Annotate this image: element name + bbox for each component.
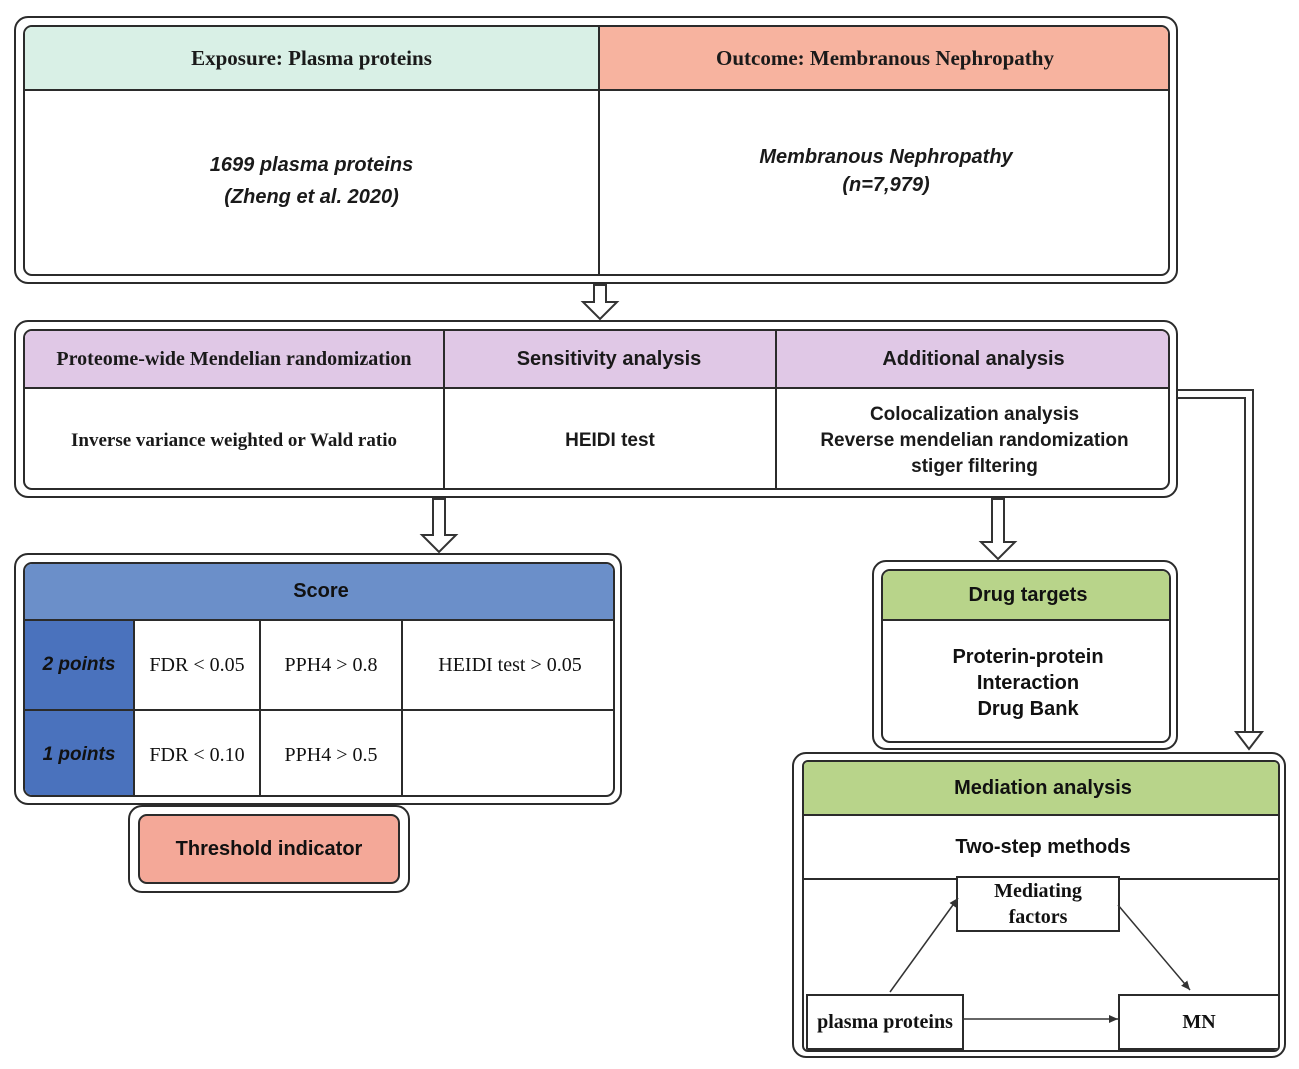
sensitivity-header: Sensitivity analysis (516, 347, 702, 370)
sensitivity-body: HEIDI test (565, 429, 655, 451)
score-header: Score (25, 564, 613, 619)
block-arrow-down-icon (978, 498, 1018, 561)
exposure-outcome-divider (598, 27, 600, 274)
score-row-divider (25, 709, 613, 711)
analysis-header-divider (25, 387, 1168, 389)
exposure-outcome-panel: Exposure: Plasma proteins Outcome: Membr… (14, 16, 1178, 284)
mediating-text: Mediating (994, 880, 1082, 902)
exposure-source-text: (Zheng et al. 2020) (224, 186, 399, 208)
factors-text: factors (1008, 906, 1068, 928)
pwmr-body: Inverse variance weighted or Wald ratio (71, 429, 397, 451)
score-panel: Score 2 points 1 points FDR < 0.05 PPH4 … (14, 553, 622, 805)
one-points-label: 1 points (42, 744, 116, 765)
threshold-indicator: Threshold indicator (138, 814, 400, 884)
outcome-sample-text: (n=7,979) (842, 174, 930, 196)
plasma-proteins-box: plasma proteins (806, 994, 964, 1050)
drug-box: Drug targets Proterin-protein Interactio… (881, 569, 1171, 743)
score-header-divider (25, 619, 613, 621)
two-step-methods: Two-step methods (955, 835, 1131, 858)
mediation-panel: Mediation analysis Two-step methods Medi… (792, 752, 1286, 1058)
score-col-divider-1 (133, 619, 135, 795)
mediation-box: Mediation analysis Two-step methods Medi… (802, 760, 1280, 1052)
additional-header: Additional analysis (882, 347, 1065, 370)
score-col-divider-3 (401, 619, 403, 795)
outcome-header: Outcome: Membranous Nephropathy (598, 27, 1168, 89)
steiger-text: stiger filtering (911, 455, 1038, 477)
outcome-name-text: Membranous Nephropathy (759, 146, 1013, 168)
mediator-to-outcome-arrow (1117, 904, 1191, 991)
score-col-divider-2 (259, 619, 261, 795)
analysis-box: Proteome-wide Mendelian randomization Se… (23, 329, 1170, 490)
elbow-connector-outer-line (1178, 389, 1254, 732)
points-column (25, 621, 133, 795)
two-points-label: 2 points (42, 654, 116, 675)
mn-box: MN (1118, 994, 1278, 1050)
analysis-divider-1 (443, 331, 445, 488)
drug-panel: Drug targets Proterin-protein Interactio… (872, 560, 1178, 750)
exposure-body: 1699 plasma proteins (Zheng et al. 2020) (25, 91, 598, 271)
exposure-to-mediator-arrow (889, 897, 959, 993)
exposure-outcome-box: Exposure: Plasma proteins Outcome: Membr… (23, 25, 1170, 276)
drug-bank-text: Drug Bank (977, 698, 1079, 720)
score-box: Score 2 points 1 points FDR < 0.05 PPH4 … (23, 562, 615, 797)
pwmr-header: Proteome-wide Mendelian randomization (56, 347, 412, 370)
block-arrow-down-icon (580, 284, 620, 321)
reverse-mr-text: Reverse mendelian randomization (820, 429, 1129, 451)
fdr-010: FDR < 0.10 (149, 743, 245, 766)
pph4-08: PPH4 > 0.8 (284, 653, 378, 676)
threshold-panel: Threshold indicator (128, 805, 410, 893)
colocalization-text: Colocalization analysis (869, 403, 1080, 425)
elbow-arrowhead-icon (1233, 731, 1265, 751)
analysis-panel: Proteome-wide Mendelian randomization Se… (14, 320, 1178, 498)
drug-header-divider (883, 619, 1169, 621)
outcome-body: Membranous Nephropathy (n=7,979) (600, 91, 1168, 251)
additional-body: Colocalization analysis Reverse mendelia… (777, 389, 1168, 488)
analysis-divider-2 (775, 331, 777, 488)
interaction-text: Interaction (976, 672, 1080, 694)
elbow-connector-inner-line (1178, 397, 1246, 732)
exposure-count-text: 1699 plasma proteins (209, 154, 414, 176)
mediation-header-divider (804, 814, 1278, 816)
ppi-text: Proterin-protein (952, 646, 1104, 668)
fdr-005: FDR < 0.05 (149, 653, 245, 676)
exposure-header: Exposure: Plasma proteins (25, 27, 598, 89)
mediation-header: Mediation analysis (804, 762, 1278, 814)
drug-body: Proterin-protein Interaction Drug Bank (883, 621, 1169, 741)
heidi-005: HEIDI test > 0.05 (438, 653, 582, 676)
drug-targets-header: Drug targets (883, 571, 1169, 619)
header-divider (25, 89, 1168, 91)
pph4-05: PPH4 > 0.5 (284, 743, 378, 766)
block-arrow-down-icon (419, 498, 459, 554)
analysis-header-band (25, 331, 1168, 387)
